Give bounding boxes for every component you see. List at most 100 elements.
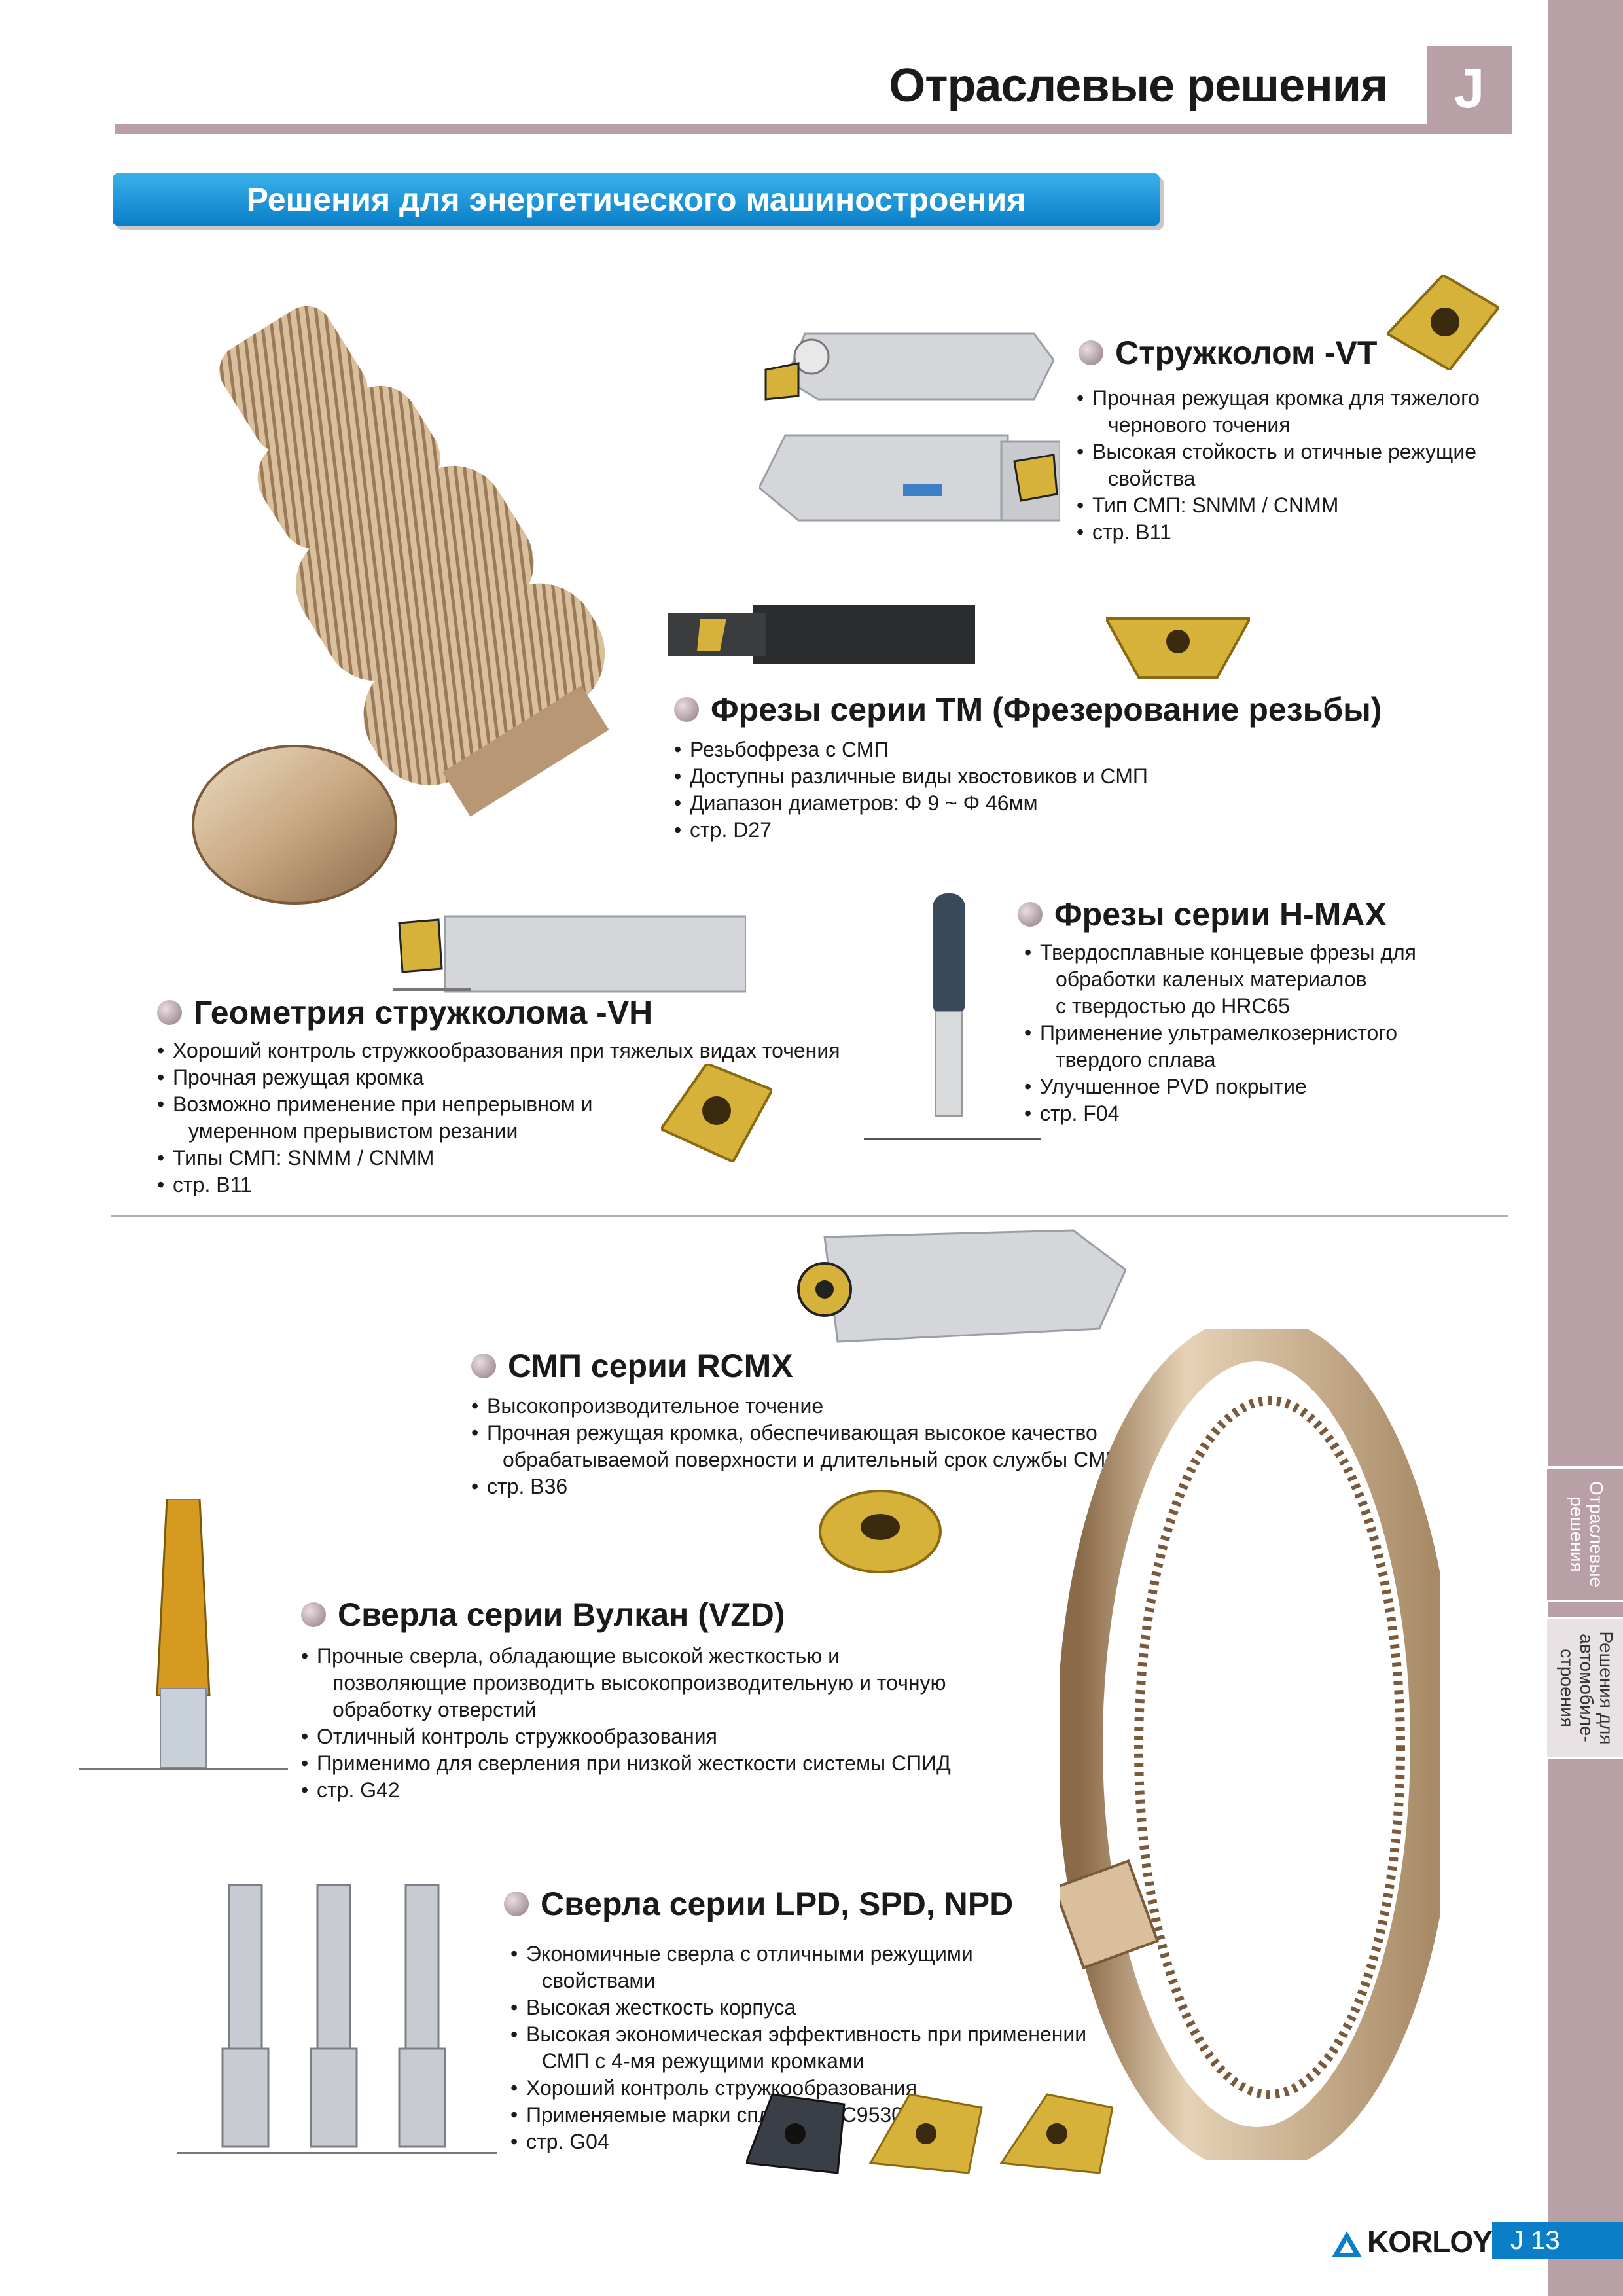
bullet-dot-icon — [157, 999, 182, 1025]
list-item-text: Прочная режущая кромка — [173, 1066, 424, 1089]
section-title-vh-text: Геометрия стружколома -VH — [194, 994, 653, 1031]
section-title-lpd: Сверла серии LPD, SPD, NPD — [504, 1885, 1013, 1923]
section-list-vt: Прочная режущая кромка для тяжелого черн… — [1077, 385, 1508, 546]
section-banner: Решения для энергетического машиностроен… — [113, 173, 1160, 226]
end-mill-image — [864, 893, 1041, 1140]
list-item: свойства — [1077, 465, 1508, 492]
list-item-text: обработку отверстий — [332, 1698, 537, 1721]
list-item-text: свойства — [1108, 467, 1196, 490]
list-item: стр. F04 — [1024, 1100, 1482, 1127]
list-item: Резьбофреза с СМП — [674, 736, 1263, 763]
korloy-logo: KORLOY — [1332, 2224, 1493, 2259]
list-item-text: стр. B11 — [173, 1173, 252, 1196]
section-title-rcmx-text: СМП серии RCMX — [508, 1348, 793, 1384]
tab-automotive-solutions-label: Решения для автомобиле- строения — [1557, 1631, 1616, 1745]
korloy-logo-icon — [1332, 2231, 1362, 2257]
logo-text: KORLOY — [1367, 2225, 1493, 2259]
list-item-text: Применимо для сверления при низкой жестк… — [317, 1751, 951, 1775]
list-item: Прочная режущая кромка для тяжелого — [1077, 385, 1508, 412]
list-item: Улучшенное PVD покрытие — [1024, 1073, 1482, 1100]
bullet-dot-icon — [301, 1602, 326, 1627]
list-item: Возможно применение при непрерывном и — [157, 1091, 877, 1118]
section-list-vzd: Прочные сверла, обладающие высокой жестк… — [301, 1643, 1021, 1804]
insert-rcmx-image — [819, 1490, 942, 1573]
tab-industry-solutions[interactable]: Отраслевые решения — [1544, 1466, 1623, 1602]
bullet-dot-icon — [674, 696, 699, 722]
tab-automotive-solutions[interactable]: Решения для автомобиле- строения — [1544, 1617, 1623, 1759]
list-item: Применяемые марки сплавов: PC9530, H01 — [510, 2102, 1132, 2128]
list-item: Высокая жесткость корпуса — [510, 1994, 1132, 2021]
turning-holder-image-2 — [759, 434, 1060, 522]
list-item: Высокая экономическая эффективность при … — [510, 2021, 1132, 2048]
turning-holder-image-1 — [764, 332, 1054, 401]
section-list-hmax: Твердосплавные концевые фрезы для обрабо… — [1024, 939, 1482, 1127]
list-item: твердого сплава — [1024, 1047, 1482, 1073]
list-item: Высокопроизводительное точение — [471, 1393, 1126, 1420]
insert-vh-image — [661, 1064, 772, 1162]
bullet-dot-icon — [1079, 340, 1103, 365]
list-item-text: стр. G04 — [526, 2130, 609, 2153]
banner-title: Решения для энергетического машиностроен… — [246, 181, 1026, 218]
section-divider — [111, 1215, 1508, 1217]
list-item: обработку отверстий — [301, 1696, 1021, 1723]
list-item-text: Применение ультрамелкозернистого — [1040, 1021, 1398, 1045]
side-strip — [1548, 0, 1623, 2296]
list-item: свойствами — [510, 1967, 1132, 1994]
thread-insert-image — [1106, 617, 1250, 679]
list-item: Хороший контроль стружкообразования при … — [157, 1037, 877, 1064]
list-item: Хороший контроль стружкообразования — [510, 2075, 1132, 2102]
list-item-text: Прочные сверла, обладающие высокой жестк… — [317, 1644, 840, 1668]
list-item: СМП с 4-мя режущими кромками — [510, 2048, 1132, 2075]
list-item-text: стр. G42 — [317, 1778, 400, 1802]
list-item-text: Прочная режущая кромка для тяжелого — [1092, 386, 1480, 410]
list-item-text: Диапазон диаметров: Φ 9 ~ Φ 46мм — [690, 791, 1038, 815]
list-item: чернового точения — [1077, 412, 1508, 439]
section-title-vh: Геометрия стружколома -VH — [157, 994, 652, 1031]
section-title-vzd-text: Сверла серии Вулкан (VZD) — [338, 1596, 785, 1633]
list-item: с твердостью до HRC65 — [1024, 993, 1482, 1020]
list-item-text: Высокая экономическая эффективность при … — [526, 2022, 1087, 2046]
list-item: Применимо для сверления при низкой жестк… — [301, 1750, 1021, 1777]
list-item-text: СМП с 4-мя режущими кромками — [542, 2049, 865, 2073]
list-item-text: стр. F04 — [1040, 1102, 1120, 1125]
insert-sn-image — [1387, 275, 1499, 370]
section-title-tm-text: Фрезы серии TM (Фрезерование резьбы) — [711, 691, 1382, 728]
list-item: Высокая стойкость и отичные режущие — [1077, 439, 1508, 465]
section-title-hmax-text: Фрезы серии H-MAX — [1054, 896, 1387, 933]
thread-mill-image — [668, 605, 975, 664]
section-list-rcmx: Высокопроизводительное точение Прочная р… — [471, 1393, 1126, 1500]
list-item: Прочная режущая кромка, обеспечивающая в… — [471, 1420, 1126, 1446]
header-rule — [115, 124, 1512, 134]
rcmx-holder-image — [797, 1229, 1126, 1343]
list-item: Доступны различные виды хвостовиков и СМ… — [674, 763, 1263, 790]
bullet-dot-icon — [471, 1353, 496, 1378]
list-item-text: позволяющие производить высокопроизводит… — [332, 1671, 946, 1695]
list-item: Применение ультрамелкозернистого — [1024, 1020, 1482, 1047]
list-item-text: стр. B11 — [1092, 520, 1171, 544]
list-item: стр. G04 — [510, 2128, 1132, 2155]
bullet-dot-icon — [1018, 901, 1043, 927]
list-item: Твердосплавные концевые фрезы для — [1024, 939, 1482, 966]
list-item-text: умеренном прерывистом резании — [188, 1119, 518, 1143]
list-item: обрабатываемой поверхности и длительный … — [471, 1446, 1126, 1473]
list-item: Экономичные сверла с отличными режущими — [510, 1941, 1132, 1967]
list-item-text: Тип СМП: SNMM / CNMM — [1092, 493, 1339, 517]
list-item-text: стр. D27 — [690, 818, 772, 842]
list-item-text: Применяемые марки сплавов: PC9530, H01 — [526, 2103, 954, 2126]
list-item-text: твердого сплава — [1056, 1048, 1216, 1071]
bullet-dot-icon — [504, 1891, 529, 1916]
section-title-tm: Фрезы серии TM (Фрезерование резьбы) — [674, 691, 1382, 728]
list-item: стр. B11 — [157, 1172, 877, 1198]
page-title: Отраслевые решения — [889, 60, 1388, 112]
vzd-drill-image — [79, 1499, 288, 1770]
list-item: умеренном прерывистом резании — [157, 1118, 877, 1145]
drill-inserts-image — [746, 2093, 1113, 2174]
list-item-text: Прочная режущая кромка, обеспечивающая в… — [487, 1421, 1097, 1444]
list-item: стр. B11 — [1077, 519, 1508, 546]
list-item: стр. B36 — [471, 1473, 1126, 1500]
list-item: стр. D27 — [674, 817, 1263, 844]
section-title-vt: Стружколом -VT — [1079, 334, 1377, 372]
list-item-text: Высокопроизводительное точение — [487, 1394, 824, 1418]
list-item-text: стр. B36 — [487, 1475, 568, 1498]
list-item-text: Отличный контроль стружкообразования — [317, 1725, 717, 1748]
